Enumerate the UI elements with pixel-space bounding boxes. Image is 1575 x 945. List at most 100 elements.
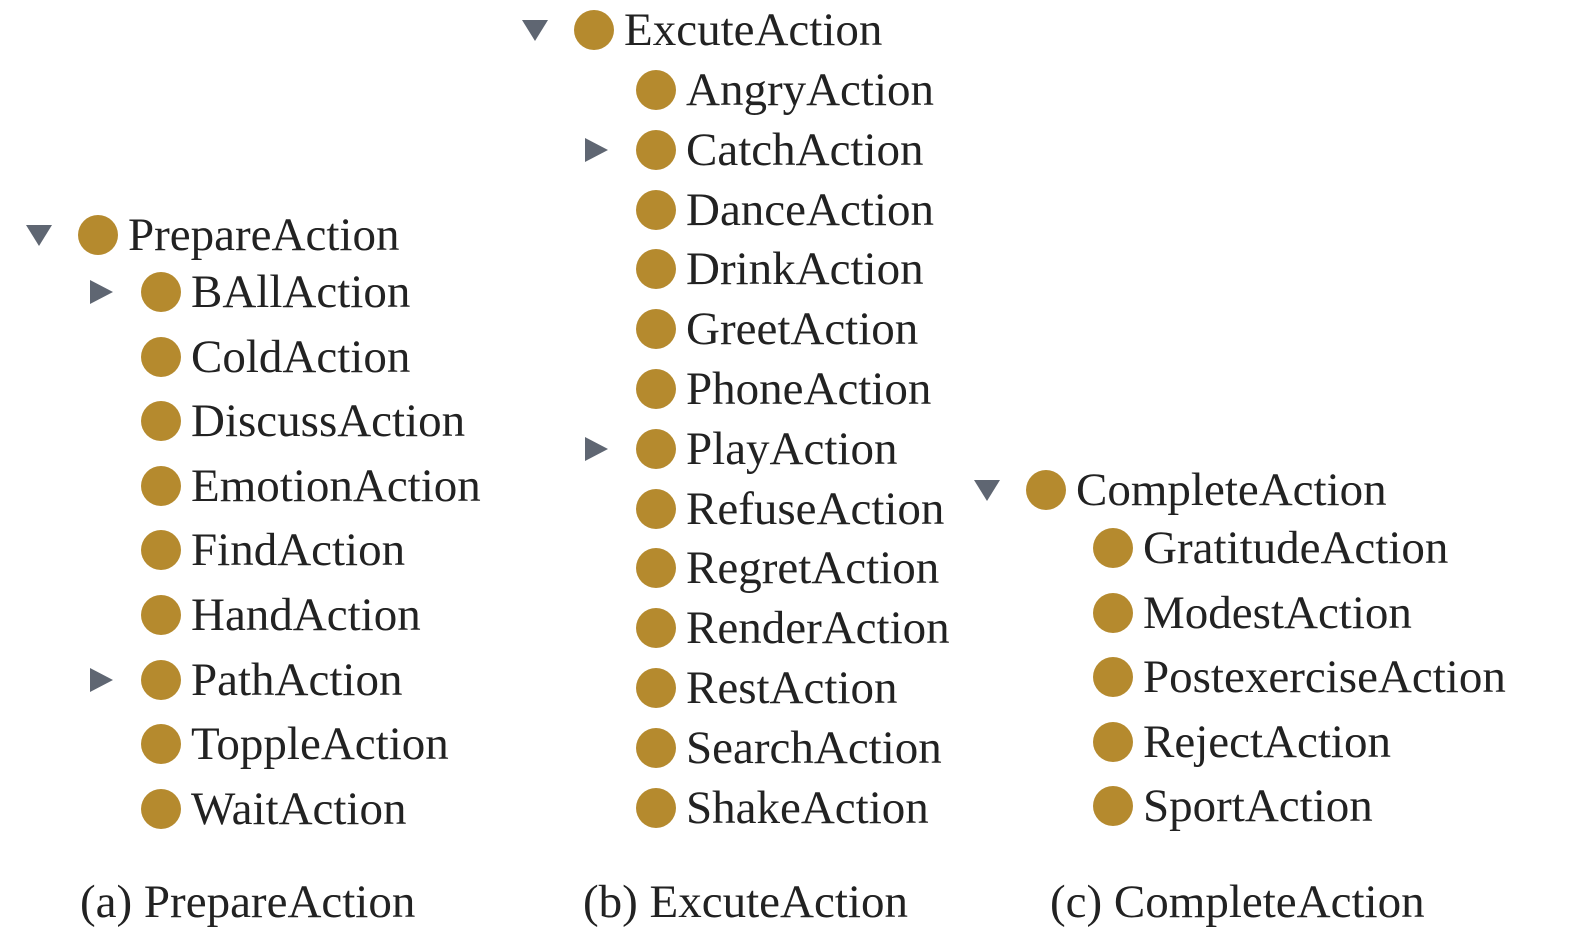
class-label: GreetAction — [686, 303, 919, 356]
class-circle-icon — [636, 727, 676, 768]
tree-child-node[interactable]: BAllAction — [85, 262, 410, 322]
class-label: ShakeAction — [686, 781, 929, 834]
caption-excute: (b) ExcuteAction — [583, 876, 908, 928]
tree-child-node[interactable]: EmotionAction — [85, 456, 481, 516]
class-circle-icon — [141, 272, 181, 312]
class-circle-icon — [1093, 528, 1133, 568]
class-circle-icon — [1093, 657, 1133, 698]
collapsed-triangle-icon[interactable] — [85, 275, 119, 309]
collapsed-triangle-icon[interactable] — [85, 663, 119, 697]
tree-child-node[interactable]: FindAction — [85, 520, 405, 580]
class-label: RefuseAction — [686, 482, 945, 535]
expanded-triangle-icon[interactable] — [22, 218, 56, 252]
class-circle-icon — [1026, 470, 1066, 510]
class-label: EmotionAction — [191, 459, 481, 512]
tree-child-node[interactable]: WaitAction — [85, 779, 407, 839]
caption-complete: (c) CompleteAction — [1050, 876, 1425, 928]
class-circle-icon — [636, 787, 676, 828]
class-circle-icon — [636, 488, 676, 529]
tree-child-node[interactable]: PlayAction — [580, 419, 897, 479]
tree-child-node[interactable]: PostexerciseAction — [1037, 647, 1506, 707]
tree-child-node[interactable]: AngryAction — [580, 60, 934, 120]
class-label: PostexerciseAction — [1143, 651, 1506, 704]
collapsed-triangle-icon[interactable] — [580, 133, 614, 167]
class-circle-icon — [141, 724, 181, 765]
class-label: ToppleAction — [191, 718, 449, 771]
class-circle-icon — [1093, 592, 1133, 633]
class-label: WaitAction — [191, 782, 407, 835]
tree-child-node[interactable]: DiscussAction — [85, 391, 465, 451]
class-label: RegretAction — [686, 542, 940, 595]
class-circle-icon — [141, 465, 181, 506]
tree-child-node[interactable]: SportAction — [1037, 776, 1373, 836]
tree-child-node[interactable]: CatchAction — [580, 120, 924, 180]
class-circle-icon — [636, 608, 676, 649]
class-circle-icon — [636, 428, 676, 469]
tree-child-node[interactable]: PathAction — [85, 650, 402, 710]
class-circle-icon — [636, 369, 676, 409]
tree-root-prepare[interactable]: PrepareAction — [22, 205, 399, 265]
tree-child-node[interactable]: GratitudeAction — [1037, 518, 1448, 578]
class-label: PhoneAction — [686, 363, 932, 415]
class-circle-icon — [1093, 721, 1133, 762]
class-circle-icon — [636, 548, 676, 589]
class-label: RejectAction — [1143, 715, 1391, 768]
expanded-triangle-icon[interactable] — [518, 13, 552, 47]
tree-child-node[interactable]: DanceAction — [580, 180, 934, 240]
class-label: PrepareAction — [128, 209, 400, 261]
expanded-triangle-icon[interactable] — [970, 473, 1004, 507]
tree-child-node[interactable]: ToppleAction — [85, 714, 449, 774]
class-circle-icon — [636, 249, 676, 290]
class-label: DrinkAction — [686, 243, 924, 296]
class-circle-icon — [141, 530, 181, 571]
tree-child-node[interactable]: ShakeAction — [580, 778, 929, 838]
caption-prepare: (a) PrepareAction — [80, 876, 416, 928]
class-circle-icon — [636, 309, 676, 350]
class-circle-icon — [141, 788, 181, 829]
tree-child-node[interactable]: ColdAction — [85, 327, 410, 387]
class-label: RenderAction — [686, 602, 950, 655]
class-circle-icon — [1093, 786, 1133, 827]
class-label: CompleteAction — [1076, 464, 1387, 516]
class-circle-icon — [636, 189, 676, 230]
tree-child-node[interactable]: RefuseAction — [580, 479, 944, 539]
collapsed-triangle-icon[interactable] — [580, 432, 614, 466]
class-label: FindAction — [191, 524, 406, 577]
tree-child-node[interactable]: RenderAction — [580, 598, 950, 658]
class-circle-icon — [141, 659, 181, 700]
class-label: ColdAction — [191, 330, 411, 383]
tree-child-node[interactable]: RestAction — [580, 658, 897, 718]
tree-root-excute[interactable]: ExcuteAction — [518, 0, 882, 60]
class-label: SearchAction — [686, 721, 942, 774]
class-circle-icon — [636, 129, 676, 170]
class-label: DanceAction — [686, 183, 934, 236]
tree-child-node[interactable]: PhoneAction — [580, 359, 931, 419]
class-circle-icon — [78, 215, 118, 255]
class-label: CatchAction — [686, 123, 924, 176]
class-label: GratitudeAction — [1143, 522, 1449, 574]
class-label: RestAction — [686, 662, 898, 714]
class-label: PathAction — [191, 653, 403, 706]
tree-child-node[interactable]: RejectAction — [1037, 712, 1391, 772]
class-label: ExcuteAction — [624, 4, 883, 56]
class-label: AngryAction — [686, 64, 935, 116]
tree-child-node[interactable]: DrinkAction — [580, 239, 924, 299]
class-label: HandAction — [191, 589, 421, 641]
tree-root-complete[interactable]: CompleteAction — [970, 460, 1387, 520]
class-circle-icon — [636, 668, 676, 708]
tree-child-node[interactable]: HandAction — [85, 585, 421, 645]
class-label: DiscussAction — [191, 395, 466, 448]
class-label: BAllAction — [191, 266, 411, 318]
class-circle-icon — [141, 336, 181, 377]
class-label: PlayAction — [686, 422, 898, 475]
class-circle-icon — [141, 595, 181, 635]
tree-child-node[interactable]: SearchAction — [580, 718, 942, 778]
class-circle-icon — [141, 401, 181, 442]
tree-child-node[interactable]: GreetAction — [580, 299, 918, 359]
tree-child-node[interactable]: RegretAction — [580, 538, 939, 598]
tree-child-node[interactable]: ModestAction — [1037, 583, 1412, 643]
class-circle-icon — [636, 70, 676, 110]
class-label: ModestAction — [1143, 586, 1412, 639]
class-circle-icon — [574, 10, 614, 50]
